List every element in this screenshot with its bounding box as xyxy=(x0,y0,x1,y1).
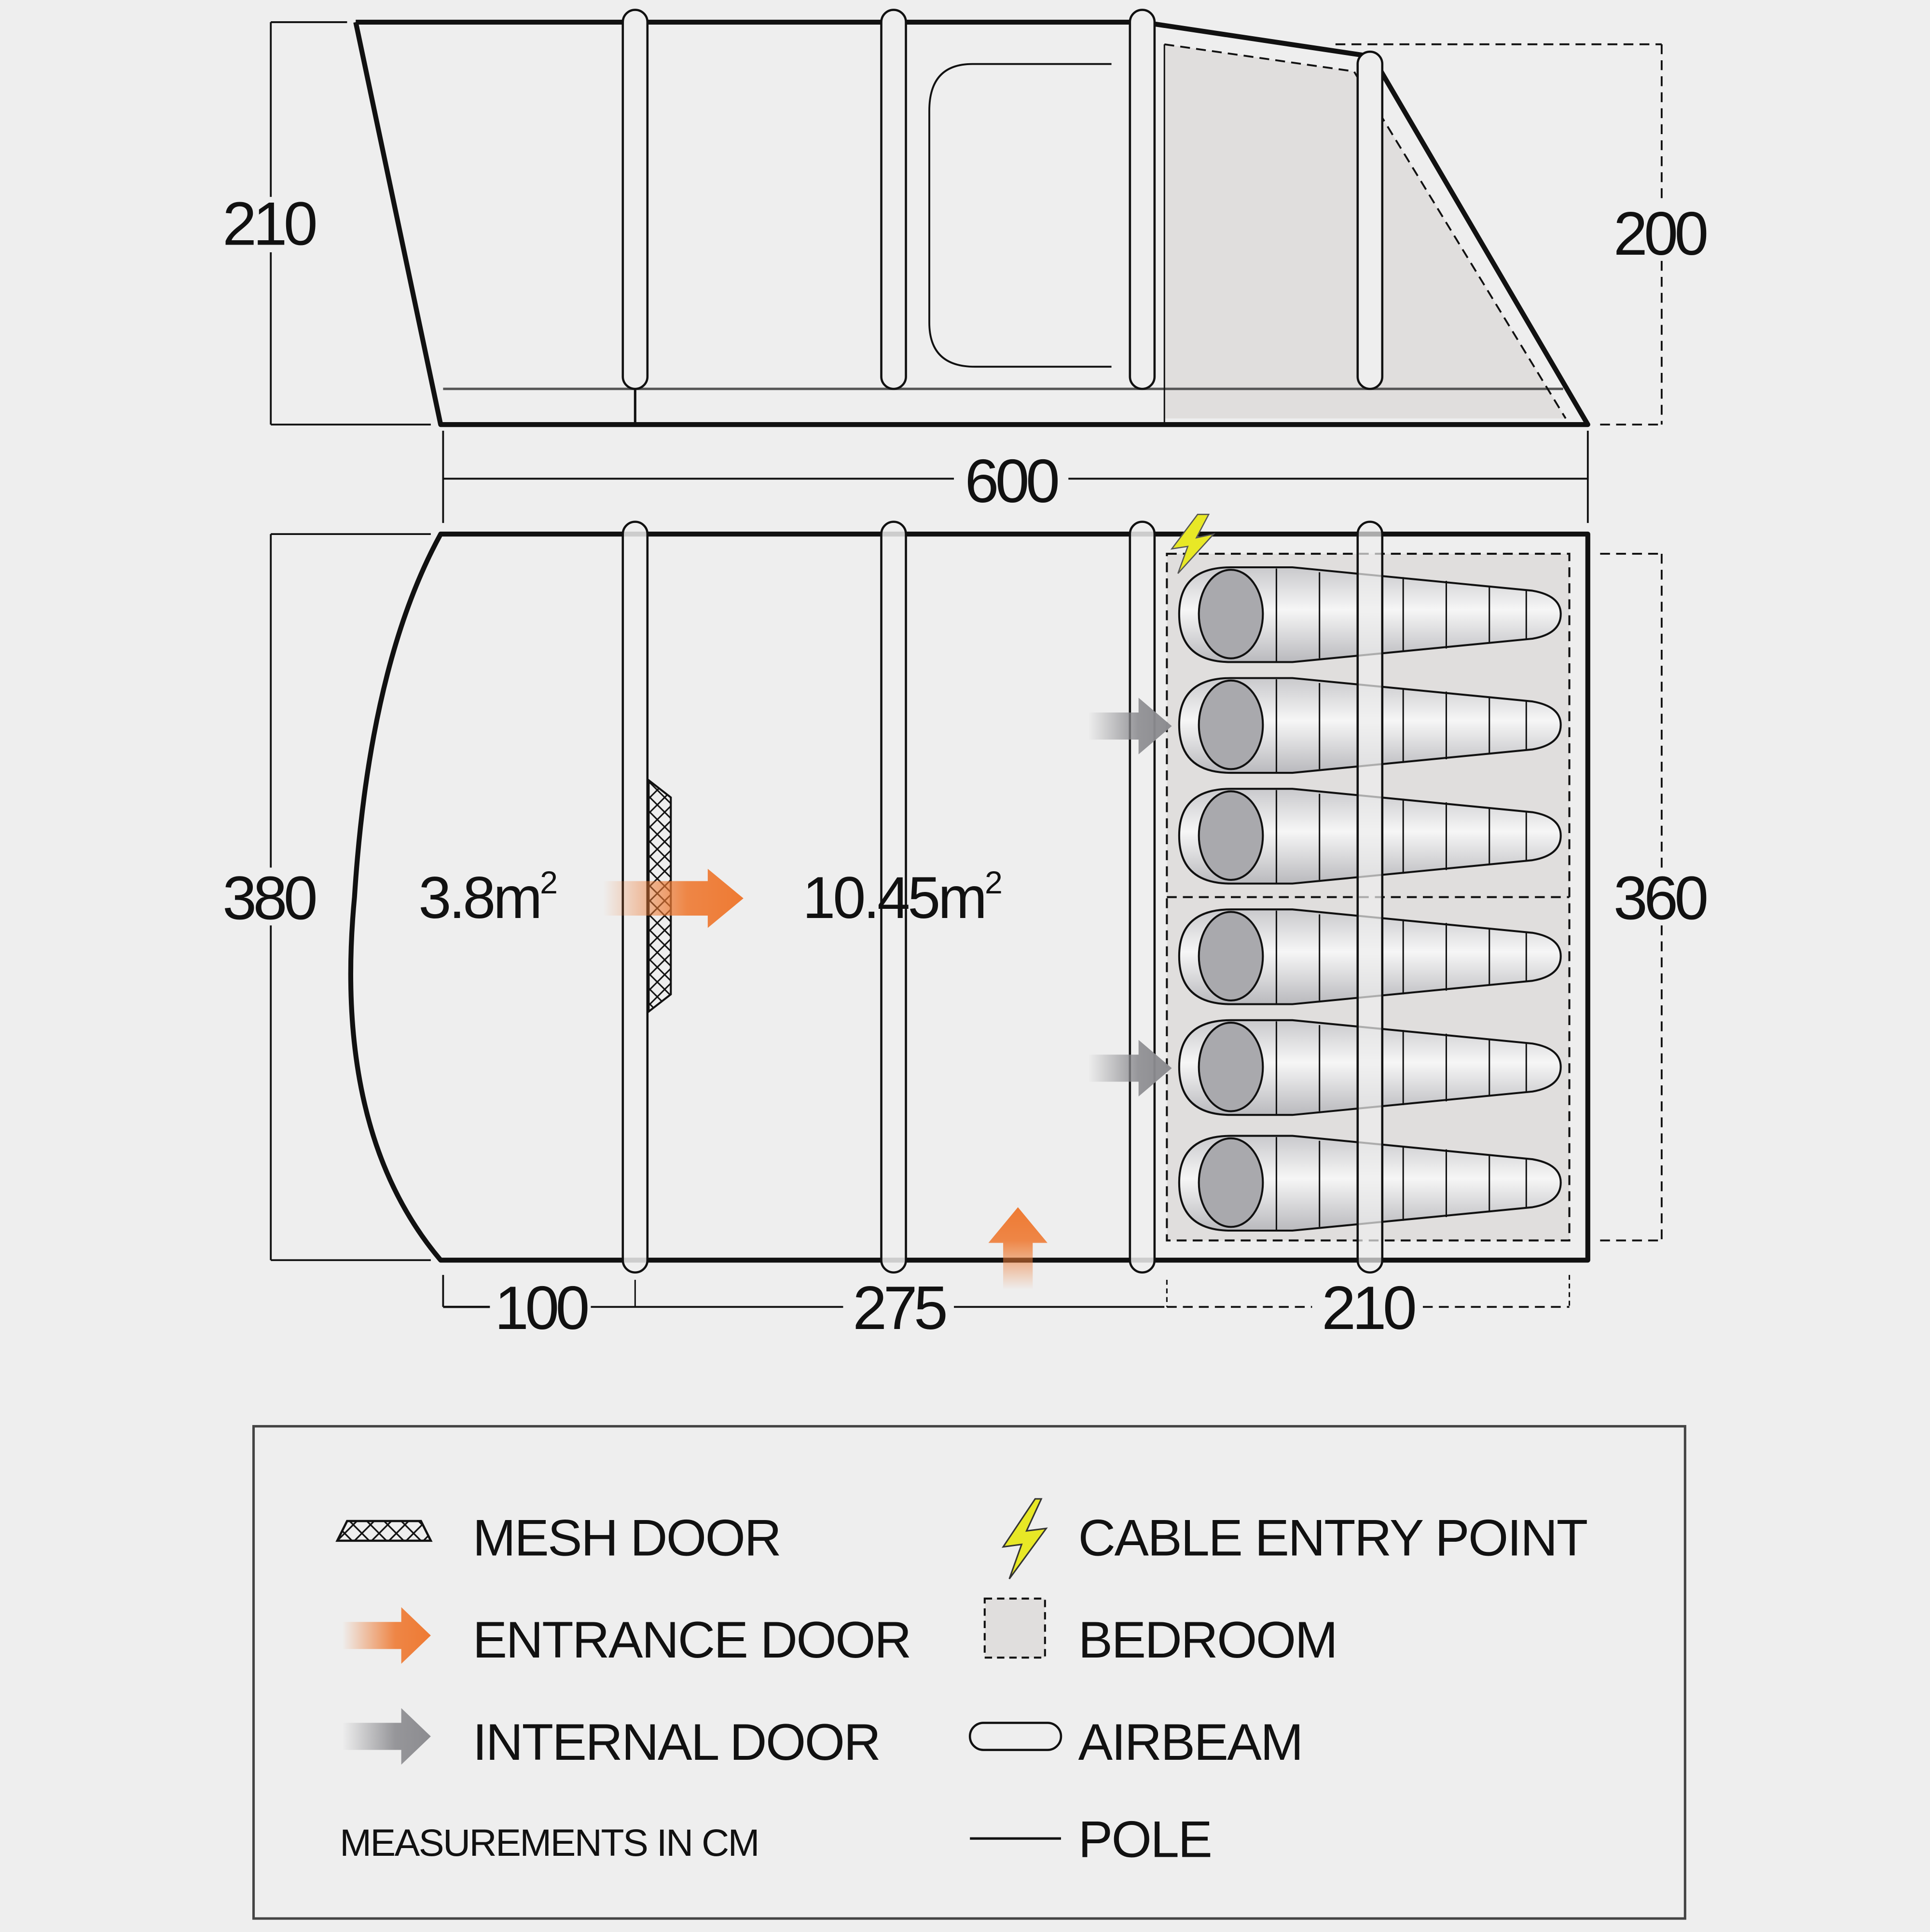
segment-bedroom-label: 210 xyxy=(1322,1274,1415,1343)
legend-item-bedroom: BEDROOM xyxy=(983,1597,1338,1669)
side-height-rear-label: 200 xyxy=(1613,200,1707,268)
entrance-door-arrow-icon xyxy=(603,869,744,928)
entrance-door-arrow-icon xyxy=(988,1207,1048,1290)
cable-entry-bolt-icon xyxy=(1001,1498,1048,1579)
floor-airbeam-3 xyxy=(1129,521,1156,1274)
bedroom-icon xyxy=(983,1597,1046,1659)
floor-plan: 380 360 xyxy=(222,514,1710,1343)
legend-item-airbeam: AIRBEAM xyxy=(968,1713,1304,1771)
mesh-door-icon xyxy=(335,1520,433,1542)
side-height-front-label: 210 xyxy=(222,190,316,259)
legend-label: BEDROOM xyxy=(1078,1611,1337,1669)
side-airbeam-2 xyxy=(880,9,907,390)
porch-area-label: 3.8m2 xyxy=(418,864,556,931)
floor-airbeam-2 xyxy=(880,521,907,1274)
side-length-label: 600 xyxy=(965,447,1058,516)
internal-door-arrow-icon xyxy=(342,1708,431,1765)
legend-label: AIRBEAM xyxy=(1078,1713,1302,1771)
legend-item-pole: POLE xyxy=(970,1810,1213,1868)
legend-item-mesh-door: MESH DOOR xyxy=(335,1508,782,1566)
floor-width-label: 380 xyxy=(222,864,316,933)
side-airbeam-3 xyxy=(1129,9,1156,390)
entrance-door-arrow-icon xyxy=(342,1607,431,1664)
side-airbeam-1 xyxy=(621,9,649,390)
segment-living-label: 275 xyxy=(853,1274,946,1343)
side-airbeam-4 xyxy=(1356,50,1384,390)
measurements-note: MEASUREMENTS IN CM xyxy=(340,1821,758,1864)
segment-porch-label: 100 xyxy=(495,1274,588,1343)
bedroom-width-label: 360 xyxy=(1613,864,1707,933)
legend-label: INTERNAL DOOR xyxy=(473,1713,880,1771)
internal-door-arrow-icon xyxy=(1088,1040,1172,1096)
cable-entry-bolt-icon xyxy=(1170,514,1215,574)
side-view: 210 200 600 xyxy=(222,9,1710,523)
legend-label: MESH DOOR xyxy=(473,1508,781,1566)
internal-door-arrow-icon xyxy=(1088,698,1172,754)
legend-label: CABLE ENTRY POINT xyxy=(1078,1508,1587,1566)
living-area-label: 10.45m2 xyxy=(802,864,1001,931)
legend: MESH DOOR ENTRANCE DOOR INTERNAL DOOR ME… xyxy=(252,1425,1686,1920)
legend-item-internal-door: INTERNAL DOOR xyxy=(342,1708,881,1771)
legend-label: ENTRANCE DOOR xyxy=(473,1611,910,1669)
legend-item-entrance-door: ENTRANCE DOOR xyxy=(342,1607,911,1669)
floor-airbeam-4 xyxy=(1356,521,1384,1274)
legend-item-cable-entry: CABLE ENTRY POINT xyxy=(1001,1498,1588,1579)
legend-label: POLE xyxy=(1078,1810,1212,1868)
airbeam-icon xyxy=(968,1722,1062,1751)
